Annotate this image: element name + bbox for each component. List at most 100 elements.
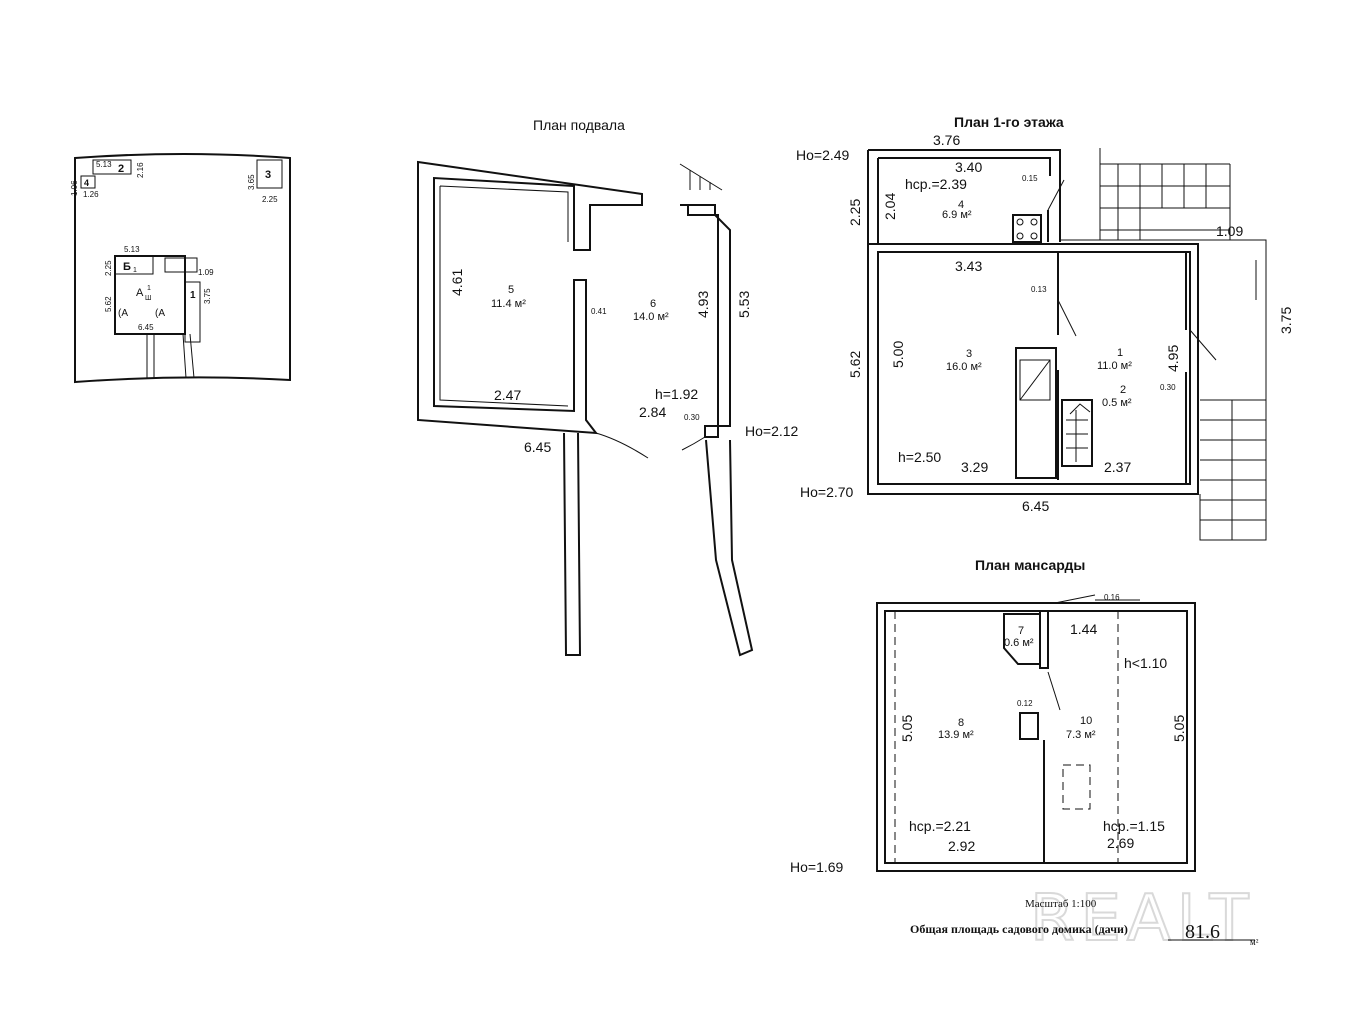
floor1-plan: План 1-го этажа 3.76 Но=2.49 3.40 hср.=2… <box>796 114 1294 541</box>
basement-outer-wall <box>417 160 643 435</box>
outbuilding-3 <box>256 159 283 189</box>
floor1-room1-area: 11.0 м² <box>1097 360 1132 372</box>
site-dim-513-top: 5.13 <box>96 160 112 169</box>
floor1-door-arc-2 <box>1189 329 1217 361</box>
basement-dim-284: 2.84 <box>639 404 666 420</box>
attic-ho: Но=1.69 <box>790 859 844 875</box>
basement-dim-041: 0.41 <box>591 307 607 316</box>
site-boundary <box>74 153 291 384</box>
house-porch <box>164 257 198 273</box>
site-num-1: 1 <box>190 290 196 301</box>
site-b1-label: Б <box>123 261 131 273</box>
site-a1-sup: 1 <box>147 285 151 292</box>
floor1-room1-num: 1 <box>1117 347 1123 359</box>
basement-plan: План подвала 5 11.4 м² 6 14.0 м² 4.61 2.… <box>417 117 799 657</box>
basement-dim-645: 6.45 <box>524 439 551 455</box>
floor1-stairs-right <box>1198 239 1267 541</box>
basement-dim-553: 5.53 <box>736 291 752 318</box>
floor1-door-arc-1 <box>1057 299 1077 337</box>
floor1-dim-562: 5.62 <box>847 351 863 378</box>
site-a1-label: А <box>136 287 144 299</box>
basement-door-arc <box>595 432 649 459</box>
floor1-dim-225: 2.25 <box>847 199 863 226</box>
total-area-unit: м² <box>1250 937 1259 947</box>
basement-height: h=1.92 <box>655 386 698 402</box>
floor1-main-inner-wall <box>877 251 1191 485</box>
attic-hsr-left: hср.=2.21 <box>909 818 971 834</box>
floor1-dim-030: 0.30 <box>1160 383 1176 392</box>
floor1-stove <box>1012 214 1042 243</box>
basement-door-arc-2 <box>681 436 706 451</box>
attic-inner-wall <box>884 610 1188 864</box>
site-dim-365: 3.65 <box>247 174 256 190</box>
floor1-dim-343: 3.43 <box>955 258 982 274</box>
attic-room8-area: 13.9 м² <box>938 729 974 741</box>
attic-room10-area: 7.3 м² <box>1066 729 1096 741</box>
attic-room7-num: 7 <box>1018 625 1024 637</box>
floor1-room4-num: 4 <box>958 199 964 211</box>
watermark: REALT <box>1030 882 1255 956</box>
site-dim-106: 1.06 <box>70 180 79 196</box>
scale-label: Масштаб 1:100 <box>1025 898 1097 910</box>
floor1-dim-645: 6.45 <box>1022 498 1049 514</box>
basement-left-strip <box>563 432 582 656</box>
site-dim-225: 2.25 <box>262 195 278 204</box>
floor1-partition <box>1057 252 1187 484</box>
floor1-closet-stairs <box>1066 403 1091 462</box>
basement-inner-wall <box>439 185 569 407</box>
attic-dim-016: 0.16 <box>1104 593 1120 602</box>
attic-room10-num: 10 <box>1080 715 1092 727</box>
floor1-veranda-wall <box>867 149 1061 244</box>
floor1-stairs-top <box>1060 148 1266 241</box>
site-dim-109: 1.09 <box>198 268 214 277</box>
floor1-veranda-door <box>1047 179 1065 211</box>
site-dim-375: 3.75 <box>203 288 212 304</box>
attic-dim-292: 2.92 <box>948 838 975 854</box>
basement-dim-030: 0.30 <box>684 413 700 422</box>
floor1-room4-area: 6.9 м² <box>942 209 972 221</box>
attic-plan: План мансарды 0.16 7 0.6 м² 1.44 h<1.10 … <box>790 557 1196 875</box>
basement-dim-493: 4.93 <box>695 291 711 318</box>
attic-door <box>1047 671 1061 711</box>
attic-title: План мансарды <box>975 557 1085 573</box>
path-left <box>146 334 155 378</box>
floor1-stove-burner-1 <box>1016 218 1024 226</box>
site-dim-645: 6.45 <box>138 323 154 332</box>
attic-top-opening <box>1054 594 1140 604</box>
attic-chimney <box>1019 712 1039 740</box>
attic-dim-505-left: 5.05 <box>899 715 915 742</box>
floor1-dim-015: 0.15 <box>1022 174 1038 183</box>
floor1-stove-burner-2 <box>1030 218 1038 226</box>
floor1-room2-num: 2 <box>1120 384 1126 396</box>
floor1-dim-375: 3.75 <box>1278 307 1294 334</box>
site-dim-216: 2.16 <box>136 162 145 178</box>
basement-ho: Но=2.12 <box>745 423 799 439</box>
floor1-title: План 1-го этажа <box>954 114 1064 130</box>
basement-dim-247: 2.47 <box>494 387 521 403</box>
site-a1-sub: Ш <box>145 295 151 302</box>
attic-room7-area: 0.6 м² <box>1004 637 1034 649</box>
basement-right-strip <box>705 439 754 657</box>
floor1-dim-204: 2.04 <box>882 193 898 220</box>
site-dim-513-house: 5.13 <box>124 245 140 254</box>
floor1-stove-burner-3 <box>1016 232 1024 240</box>
basement-room6-num: 6 <box>650 298 656 310</box>
attic-room8-num: 8 <box>958 717 964 729</box>
floor1-hsr: hср.=2.39 <box>905 176 967 192</box>
floor1-dim-109: 1.09 <box>1216 223 1243 239</box>
site-plan: 5.13 2 2.16 1.06 4 1.26 3.65 3 2.25 5.13… <box>70 153 291 384</box>
attic-hatch <box>1062 764 1091 810</box>
attic-dim-144: 1.44 <box>1070 621 1097 637</box>
floor1-room3-num: 3 <box>966 348 972 360</box>
floor1-interior-stair-run <box>1019 359 1051 401</box>
basement-room6-area: 14.0 м² <box>633 311 669 323</box>
site-dim-225-house: 2.25 <box>104 260 113 276</box>
footer: REALT Масштаб 1:100 Общая площадь садово… <box>910 881 1259 957</box>
floor1-dim-329: 3.29 <box>961 459 988 475</box>
floor1-main-outer-wall <box>867 243 1199 495</box>
site-dim-562: 5.62 <box>104 296 113 312</box>
floor1-ho-bottom: Но=2.70 <box>800 484 854 500</box>
site-num-4: 4 <box>84 178 89 188</box>
attic-hsr-right: hср.=1.15 <box>1103 818 1165 834</box>
total-area-value: 81.6 <box>1185 921 1220 943</box>
